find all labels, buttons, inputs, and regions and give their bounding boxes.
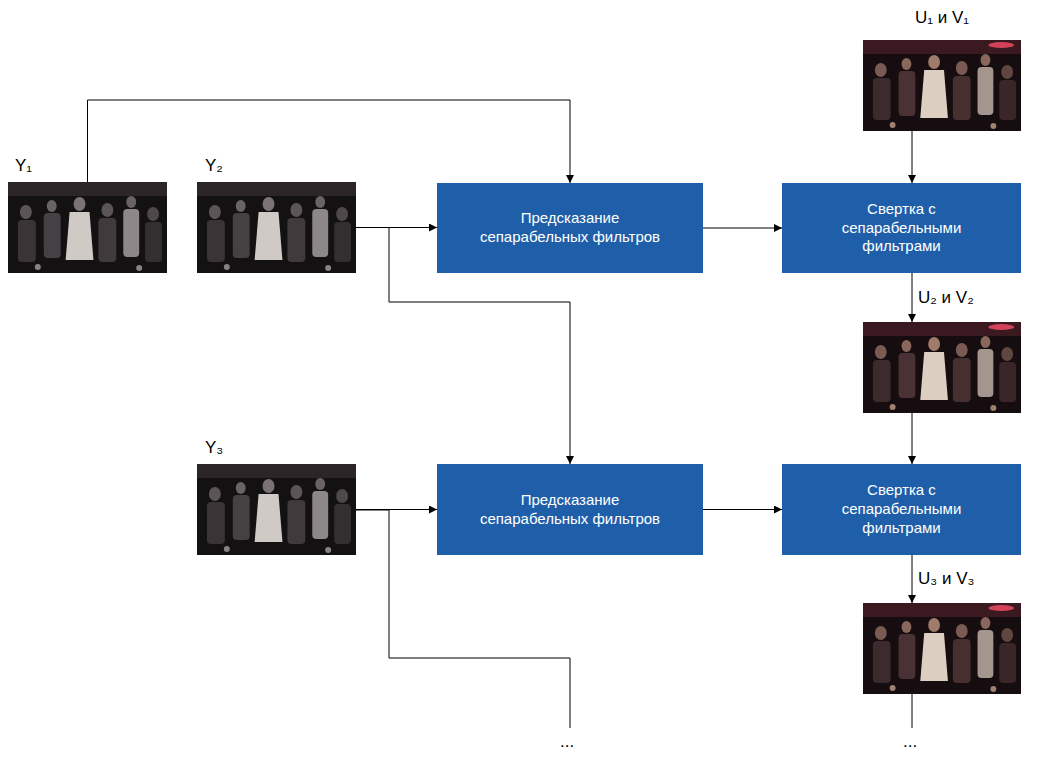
process-box: Свертка с сепарабельными фильтрами xyxy=(782,464,1021,555)
connector-arrow xyxy=(912,131,913,183)
frame-label: Y₂ xyxy=(205,156,223,176)
box-text: Свертка с сепарабельными фильтрами xyxy=(834,200,969,256)
process-box: Свертка с сепарабельными фильтрами xyxy=(782,183,1021,273)
color-frame-photo xyxy=(863,322,1021,413)
image-frame: U₂ и V₂ xyxy=(863,322,1021,413)
connector-arrow xyxy=(912,413,913,464)
process-box: Предсказание сепарабельных фильтров xyxy=(437,183,703,273)
color-frame-photo xyxy=(863,603,1021,694)
luma-frame-photo xyxy=(8,182,167,273)
color-frame-photo xyxy=(863,40,1021,131)
connector-arrow xyxy=(703,228,782,229)
continuation-mark: ... xyxy=(903,732,917,752)
connector-arrow xyxy=(912,273,913,322)
connector-arrow xyxy=(88,100,571,183)
image-frame: Y₁ xyxy=(8,182,167,273)
luma-frame-photo xyxy=(197,182,356,273)
frame-label: U₁ и V₁ xyxy=(863,8,1021,28)
box-text: Предсказание сепарабельных фильтров xyxy=(475,209,665,247)
connector-arrow xyxy=(356,509,437,510)
continuation-mark: ... xyxy=(560,732,574,752)
frame-label: U₂ и V₂ xyxy=(918,288,974,308)
luma-frame-photo xyxy=(197,464,356,555)
box-text: Предсказание сепарабельных фильтров xyxy=(475,491,665,529)
continuation-line xyxy=(912,694,913,728)
image-frame: U₃ и V₃ xyxy=(863,603,1021,694)
box-text: Свертка с сепарабельными фильтрами xyxy=(834,481,969,537)
frame-label: U₃ и V₃ xyxy=(918,569,974,589)
process-box: Предсказание сепарабельных фильтров xyxy=(437,464,703,555)
image-frame: Y₃ xyxy=(197,464,356,555)
connector-arrow xyxy=(912,555,913,603)
image-frame: Y₂ xyxy=(197,182,356,273)
frame-label: Y₃ xyxy=(205,438,223,458)
frame-label: Y₁ xyxy=(15,156,32,176)
image-frame: U₁ и V₁ xyxy=(863,40,1021,131)
connector-arrow xyxy=(703,509,782,510)
